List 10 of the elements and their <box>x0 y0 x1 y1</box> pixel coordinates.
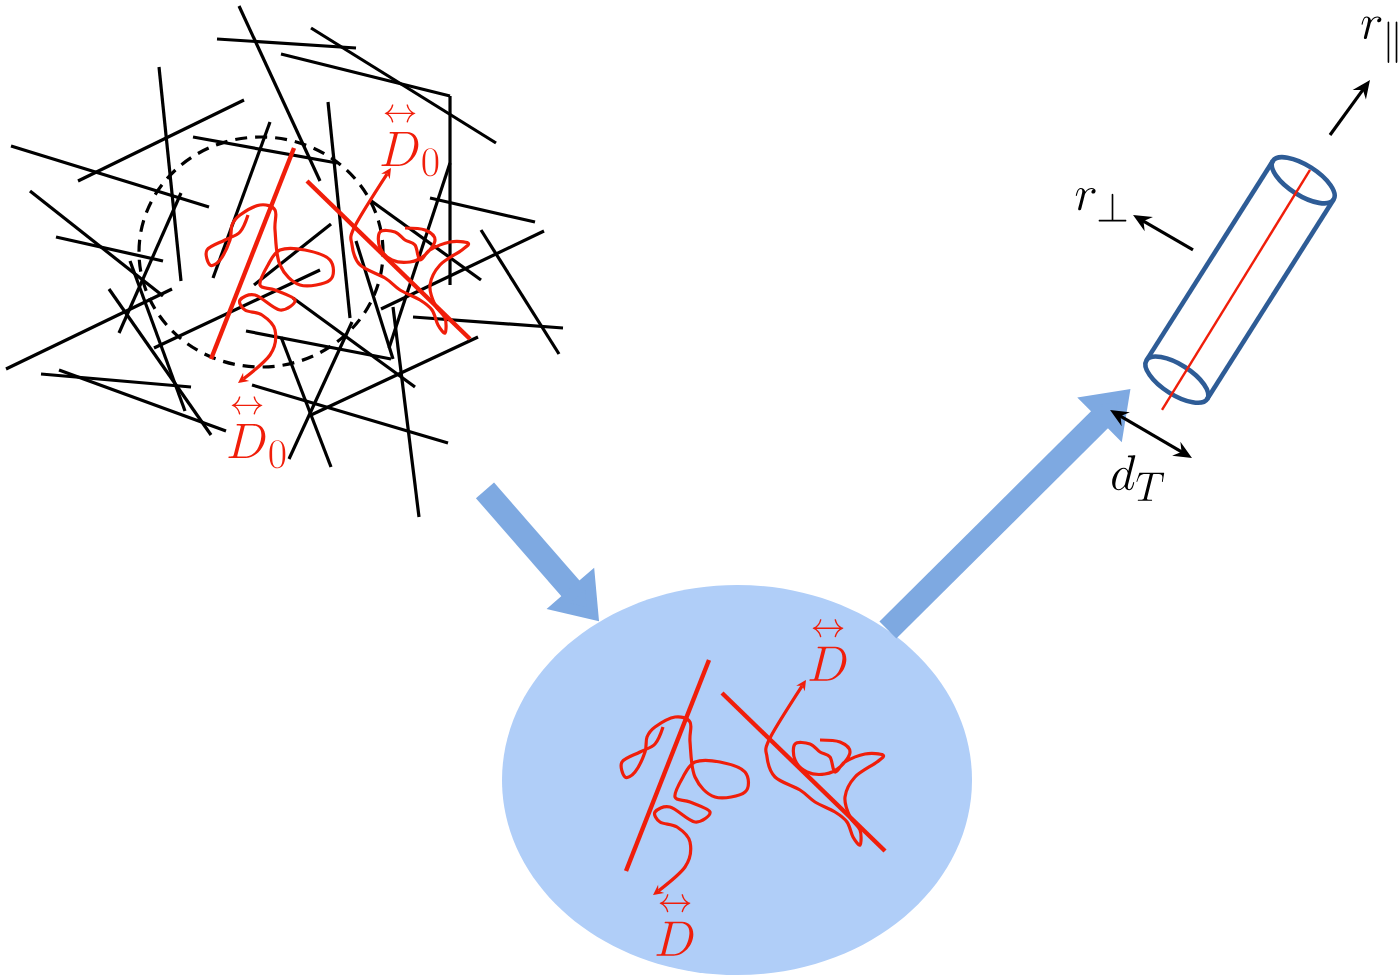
rod-network-drawing <box>5 5 564 518</box>
formula-label: $\overset{\scriptscriptstyle\leftrightarrow}{D}$ <box>656 894 694 956</box>
formula-label: $\overset{\scriptscriptstyle\leftrightarrow}{D}$ <box>809 619 847 681</box>
formula-label: $r_{\perp}$ <box>1075 187 1127 222</box>
formula-label: $\overset{\scriptscriptstyle\leftrightarrow}{D}_0$ <box>228 396 286 469</box>
ellipse-region <box>502 585 972 975</box>
formula-label: $r_{\parallel}$ <box>1361 16 1398 63</box>
formula-label: $\overset{\scriptscriptstyle\leftrightarrow}{D}_0$ <box>381 104 439 177</box>
tube-drawing <box>1143 154 1337 411</box>
formula-label: $d_T$ <box>1112 455 1165 501</box>
